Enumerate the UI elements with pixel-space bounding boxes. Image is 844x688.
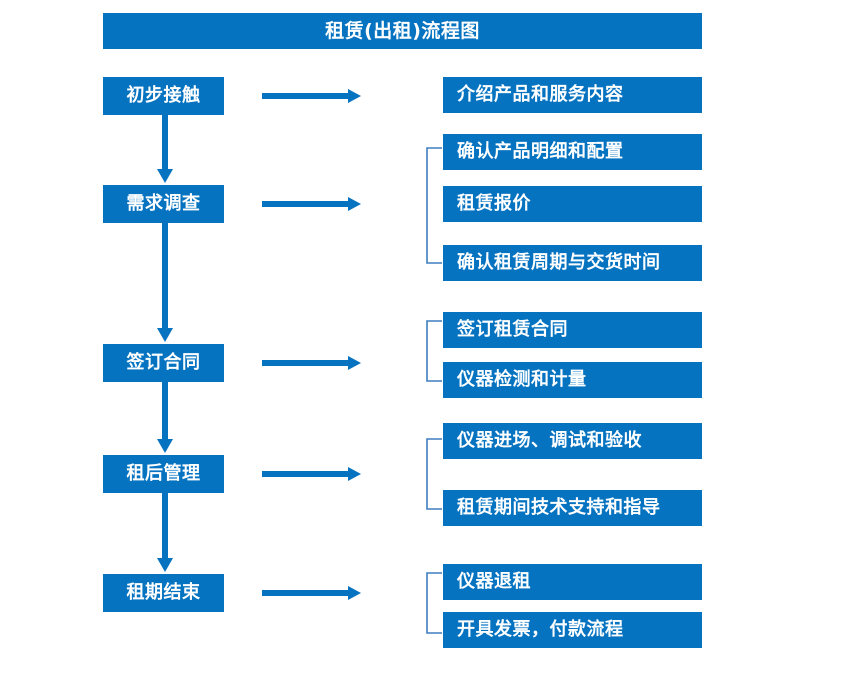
arrow-right-icon-3 bbox=[262, 353, 362, 373]
detail-box-2[interactable]: 确认产品明细和配置 bbox=[443, 134, 702, 170]
detail-box-4[interactable]: 确认租赁周期与交货时间 bbox=[443, 245, 702, 281]
stage-box-1[interactable]: 初步接触 bbox=[103, 77, 224, 115]
detail-box-1[interactable]: 介绍产品和服务内容 bbox=[443, 77, 702, 113]
arrow-down-icon-3 bbox=[155, 382, 175, 455]
stage-box-5[interactable]: 租期结束 bbox=[103, 574, 224, 612]
arrow-down-icon-2 bbox=[155, 223, 175, 344]
arrow-down-icon-4 bbox=[155, 493, 175, 574]
curly-bracket-icon-4 bbox=[425, 572, 443, 634]
stage-box-3[interactable]: 签订合同 bbox=[103, 344, 224, 382]
arrow-right-icon-1 bbox=[262, 86, 362, 106]
detail-box-8[interactable]: 租赁期间技术支持和指导 bbox=[443, 490, 702, 526]
arrow-right-icon-2 bbox=[262, 194, 362, 214]
detail-box-6[interactable]: 仪器检测和计量 bbox=[443, 362, 702, 398]
arrow-right-icon-5 bbox=[262, 583, 362, 603]
arrow-right-icon-4 bbox=[262, 464, 362, 484]
stage-box-2[interactable]: 需求调查 bbox=[103, 185, 224, 223]
curly-bracket-icon-2 bbox=[425, 320, 443, 382]
detail-box-10[interactable]: 开具发票，付款流程 bbox=[443, 612, 702, 648]
detail-box-7[interactable]: 仪器进场、调试和验收 bbox=[443, 423, 702, 459]
detail-box-3[interactable]: 租赁报价 bbox=[443, 186, 702, 222]
flowchart-title: 租赁(出租)流程图 bbox=[103, 13, 702, 49]
curly-bracket-icon-1 bbox=[425, 147, 443, 264]
arrow-down-icon-1 bbox=[155, 115, 175, 185]
detail-box-5[interactable]: 签订租赁合同 bbox=[443, 312, 702, 348]
curly-bracket-icon-3 bbox=[425, 438, 443, 510]
stage-box-4[interactable]: 租后管理 bbox=[103, 455, 224, 493]
detail-box-9[interactable]: 仪器退租 bbox=[443, 564, 702, 600]
